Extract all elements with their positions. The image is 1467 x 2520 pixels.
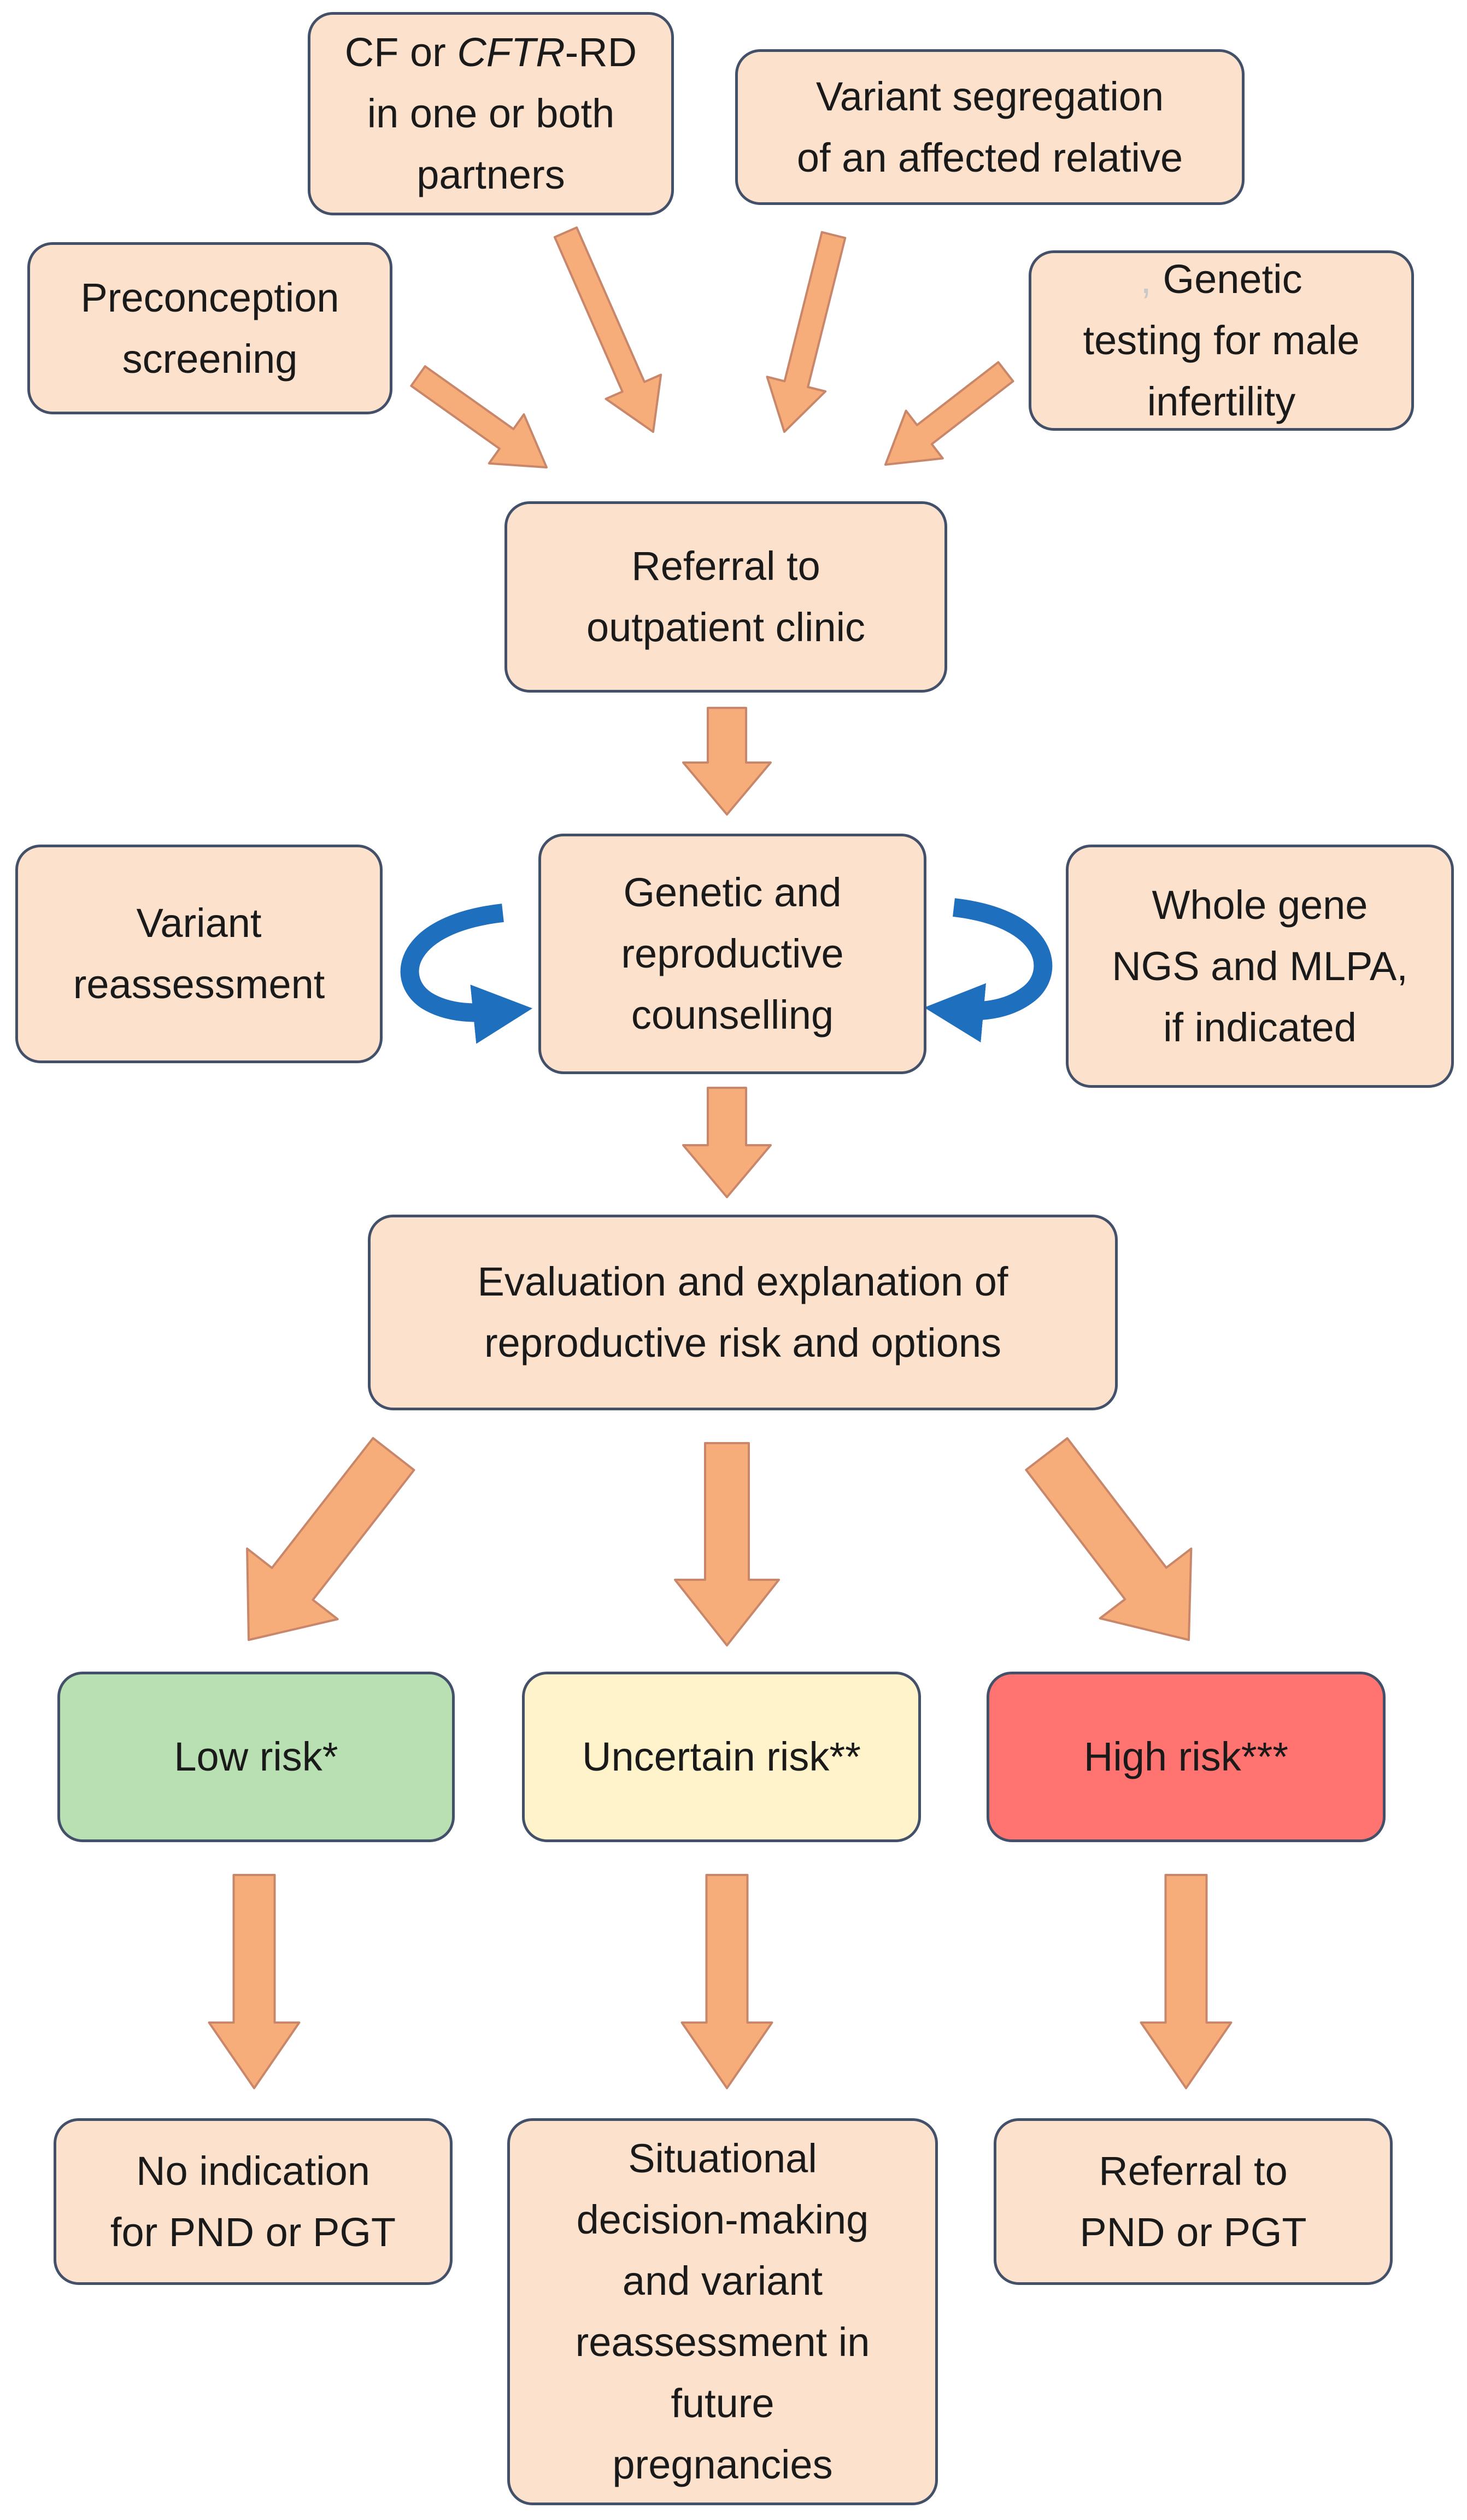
arrow-segregation-to-referral bbox=[766, 231, 847, 433]
variant-segregation-line2: of an affected relative bbox=[796, 134, 1183, 180]
referral-pnd-pgt-box: Referral to PND or PGT bbox=[994, 2118, 1393, 2285]
cf-partners-line3: partners bbox=[416, 152, 565, 197]
variant-segregation-box: Variant segregation of an affected relat… bbox=[735, 49, 1245, 205]
cf-partners-text-c: -RD bbox=[565, 30, 637, 75]
genetic-counselling-box: Genetic and reproductive counselling bbox=[538, 834, 926, 1074]
situational-line3: and variant bbox=[622, 2258, 823, 2304]
no-indication-line1: No indication bbox=[136, 2148, 370, 2194]
genetic-counselling-line2: reproductive bbox=[621, 931, 844, 976]
arrow-evaluation-to-high bbox=[1025, 1437, 1193, 1641]
situational-line6: pregnancies bbox=[612, 2442, 833, 2487]
arrow-infertility-to-referral bbox=[884, 361, 1014, 466]
arrow-uncertain-to-outcome bbox=[680, 1874, 773, 2089]
arrow-high-to-outcome bbox=[1140, 1874, 1233, 2089]
genetic-counselling-line1: Genetic and bbox=[623, 870, 842, 915]
variant-reassessment-box: Variant reassessment bbox=[15, 845, 383, 1063]
cftr-italic-text: CFTR bbox=[457, 30, 565, 75]
preconception-box: Preconception screening bbox=[27, 242, 392, 414]
variant-reassessment-line2: reassessment bbox=[73, 962, 325, 1007]
arrow-low-to-outcome bbox=[208, 1874, 301, 2089]
arrow-cf-to-referral bbox=[553, 226, 662, 433]
arrow-counselling-to-evaluation bbox=[682, 1087, 772, 1198]
referral-pnd-line2: PND or PGT bbox=[1079, 2209, 1307, 2255]
evaluation-box: Evaluation and explanation of reproducti… bbox=[368, 1215, 1118, 1410]
whole-gene-ngs-line1: Whole gene bbox=[1152, 882, 1368, 928]
whole-gene-ngs-box: Whole gene NGS and MLPA, if indicated bbox=[1066, 845, 1454, 1088]
situational-line2: decision-making bbox=[576, 2197, 869, 2242]
referral-box: Referral to outpatient clinic bbox=[504, 501, 947, 693]
whole-gene-ngs-line2: NGS and MLPA, bbox=[1112, 943, 1408, 989]
evaluation-line1: Evaluation and explanation of bbox=[477, 1259, 1008, 1304]
referral-line1: Referral to bbox=[631, 543, 820, 589]
low-risk-label: Low risk* bbox=[174, 1734, 338, 1779]
situational-line5: future bbox=[671, 2381, 774, 2426]
arrow-preconception-to-referral bbox=[410, 365, 548, 468]
no-indication-line2: for PND or PGT bbox=[110, 2209, 396, 2255]
curved-arrow-left bbox=[400, 904, 533, 1044]
situational-line1: Situational bbox=[628, 2136, 817, 2181]
male-infertility-line3: infertility bbox=[1147, 379, 1296, 424]
preconception-line1: Preconception bbox=[80, 274, 339, 320]
evaluation-line2: reproductive risk and options bbox=[484, 1320, 1002, 1366]
high-risk-box: High risk*** bbox=[987, 1672, 1386, 1842]
variant-segregation-line1: Variant segregation bbox=[815, 73, 1164, 119]
block-arrows-group bbox=[208, 226, 1233, 2089]
male-infertility-line2: testing for male bbox=[1083, 318, 1360, 363]
stray-mark-text: , bbox=[1140, 256, 1152, 302]
preconception-line2: screening bbox=[122, 336, 298, 382]
referral-pnd-line1: Referral to bbox=[1099, 2148, 1288, 2194]
whole-gene-ngs-line3: if indicated bbox=[1163, 1004, 1357, 1050]
referral-line2: outpatient clinic bbox=[586, 605, 866, 650]
situational-line4: reassessment in bbox=[575, 2319, 870, 2365]
no-indication-box: No indication for PND or PGT bbox=[54, 2118, 453, 2285]
arrow-referral-to-counselling bbox=[682, 707, 772, 816]
variant-reassessment-line1: Variant bbox=[136, 900, 262, 946]
uncertain-risk-box: Uncertain risk** bbox=[522, 1672, 921, 1842]
male-infertility-box: , Genetic testing for male infertility bbox=[1029, 250, 1414, 431]
cf-partners-box: CF or CFTR-RD in one or both partners bbox=[308, 12, 674, 215]
male-infertility-line1: Genetic bbox=[1151, 256, 1302, 302]
curved-arrow-right bbox=[924, 898, 1053, 1042]
situational-decision-box: Situational decision-making and variant … bbox=[507, 2118, 938, 2505]
cf-partners-text-a: CF or bbox=[344, 30, 457, 75]
cf-partners-line2: in one or both bbox=[367, 91, 615, 136]
low-risk-box: Low risk* bbox=[57, 1672, 455, 1842]
uncertain-risk-label: Uncertain risk** bbox=[582, 1734, 861, 1779]
high-risk-label: High risk*** bbox=[1083, 1734, 1289, 1779]
genetic-counselling-line3: counselling bbox=[631, 992, 834, 1038]
arrow-evaluation-to-uncertain bbox=[674, 1442, 780, 1646]
arrow-evaluation-to-low bbox=[246, 1437, 415, 1641]
